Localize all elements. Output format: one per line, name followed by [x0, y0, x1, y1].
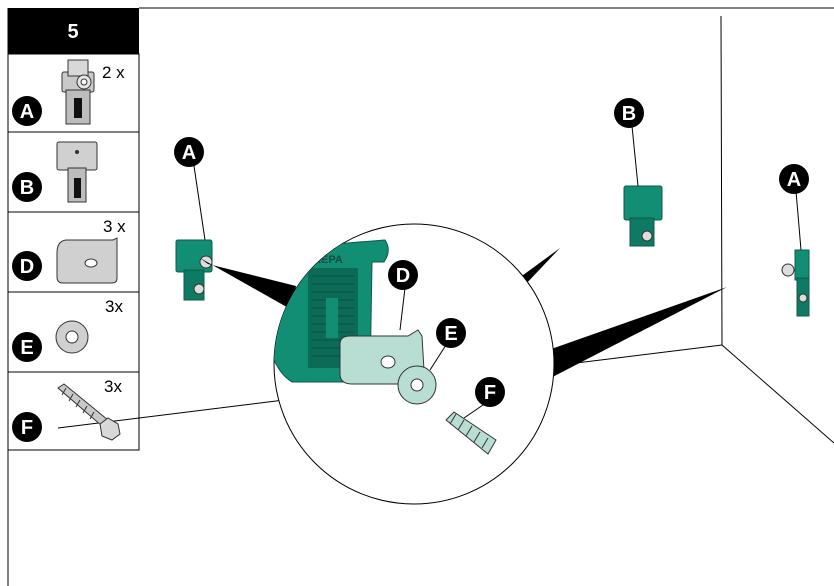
center-bracket-b: B — [614, 98, 663, 247]
part-d-quantity: 3 x — [103, 217, 126, 236]
detail-f-letter: F — [484, 382, 496, 404]
right-bracket-letter: A — [787, 169, 801, 191]
parts-sidebar: 5 A 2 x — [7, 8, 140, 451]
detail-d-letter: D — [396, 265, 410, 287]
right-bracket-a: A — [779, 164, 810, 317]
part-d-badge — [12, 251, 42, 281]
left-bracket-badge — [174, 137, 204, 167]
screw-f-icon — [57, 383, 121, 441]
part-f-letter: F — [21, 417, 33, 439]
right-bracket-badge — [779, 164, 809, 194]
bracket-a-icon — [61, 59, 95, 125]
detail-brand-text: IEPA — [318, 254, 343, 266]
part-row-a: A 2 x — [12, 59, 125, 126]
detail-e-letter: E — [444, 323, 457, 345]
part-e-badge — [12, 332, 42, 362]
left-bracket-a: A — [174, 137, 213, 301]
center-bracket-badge — [614, 98, 644, 128]
room-lines — [57, 15, 834, 444]
part-a-quantity: 2 x — [102, 63, 125, 82]
left-bracket-letter: A — [182, 142, 196, 164]
detail-e-badge — [436, 318, 466, 348]
detail-screw-f — [445, 411, 497, 455]
part-e-quantity: 3x — [105, 297, 123, 316]
center-bracket-letter: B — [622, 103, 636, 125]
part-b-letter: B — [20, 177, 34, 199]
part-b-badge — [12, 172, 42, 202]
step-header — [8, 8, 139, 54]
detail-d-badge — [388, 260, 418, 290]
part-a-letter: A — [20, 101, 34, 123]
part-row-d: D 3 x — [12, 217, 126, 284]
step-number: 5 — [67, 21, 78, 43]
part-a-badge — [12, 96, 42, 126]
part-f-badge — [12, 412, 42, 442]
part-e-letter: E — [20, 337, 33, 359]
detail-magnifier: IEPA D E F — [273, 223, 555, 505]
part-f-quantity: 3x — [104, 377, 122, 396]
part-row-f: F 3x — [12, 377, 122, 442]
part-row-b: B — [12, 141, 98, 203]
part-row-e: E 3x — [12, 297, 123, 362]
detail-f-badge — [475, 377, 505, 407]
part-d-letter: D — [20, 256, 34, 278]
bracket-b-icon — [56, 141, 98, 203]
